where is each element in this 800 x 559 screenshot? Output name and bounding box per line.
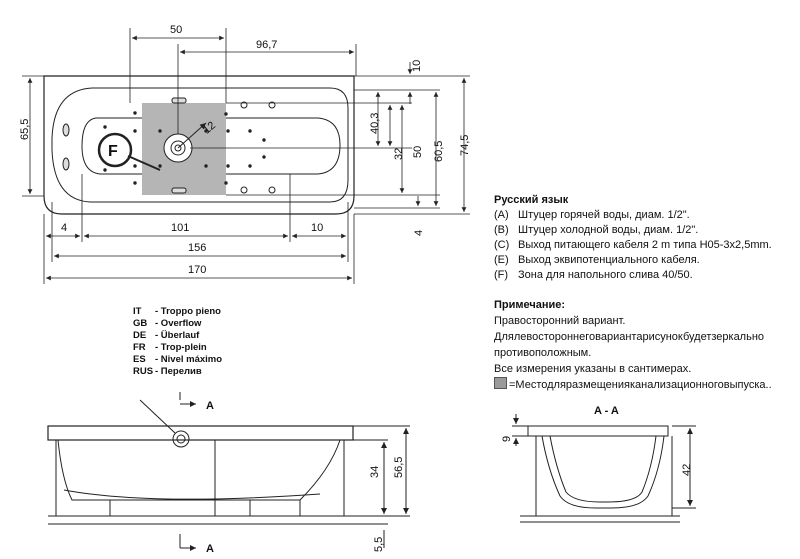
section-title: A - A xyxy=(594,405,619,417)
dim-bottom-156: 156 xyxy=(188,242,206,254)
legend-heading: Русский язык xyxy=(494,194,569,206)
dim-right-74-5: 74,5 xyxy=(459,135,471,156)
note: Примечание: Правосторонний вариант. Дляле… xyxy=(494,297,772,393)
legend: Русский язык (A) Штуцер горячей воды, диа… xyxy=(494,193,772,283)
legend-item-key: (E) xyxy=(494,254,509,266)
dim-top-96-7: 96,7 xyxy=(256,39,277,51)
side-view xyxy=(47,392,410,551)
overflow-label: DE - Überlauf xyxy=(133,330,222,342)
note-lines: Правосторонний вариант. Длялевостороннего… xyxy=(494,313,772,377)
overflow-label: IT - Troppo pieno xyxy=(133,306,222,318)
overflow-label-text: - Überlauf xyxy=(155,330,200,341)
note-line: Все измерения указаны в сантимерах. xyxy=(494,363,692,375)
dim-right-40-3: 40,3 xyxy=(369,113,381,134)
overflow-label: FR - Trop-plein xyxy=(133,342,222,354)
overflow-label-text: - Nivel máximo xyxy=(155,354,223,365)
dim-aa-9: 9 xyxy=(501,436,513,442)
legend-item-key: (B) xyxy=(494,224,509,236)
overflow-label-code: RUS xyxy=(133,366,154,377)
zone-f-marker: F xyxy=(97,132,161,171)
overflow-label-code: GB xyxy=(133,318,148,329)
legend-item-text: Выход питающего кабеля 2 m типа H05-3x2,… xyxy=(518,239,772,251)
overflow-label-code: IT xyxy=(133,306,142,317)
zone-f-label: F xyxy=(108,143,118,160)
overflow-label: GB - Overflow xyxy=(133,318,222,330)
dim-right-60-5: 60,5 xyxy=(433,141,445,162)
legend-item: (B) Штуцер холодной воды, диам. 1/2". xyxy=(494,223,772,238)
overflow-label-text: - Overflow xyxy=(155,318,202,329)
overflow-label-code: ES xyxy=(133,354,146,365)
note-line: Правосторонний вариант. xyxy=(494,315,626,327)
dim-right-50: 50 xyxy=(412,146,424,158)
legend-item-key: (F) xyxy=(494,269,509,281)
dim-right-32: 32 xyxy=(393,148,405,160)
dim-side-5-5: 5,5 xyxy=(373,537,385,552)
legend-item-text: Штуцер горячей воды, диам. 1/2". xyxy=(518,209,690,221)
overflow-label-code: DE xyxy=(133,330,147,341)
overflow-label: RUS- Перелив xyxy=(133,366,222,378)
legend-item: (A) Штуцер горячей воды, диам. 1/2". xyxy=(494,208,772,223)
section-marker-top: A xyxy=(206,400,214,412)
legend-item-text: Выход эквипотенциального кабеля. xyxy=(518,254,700,266)
legend-items: (A) Штуцер горячей воды, диам. 1/2". (B) Шт… xyxy=(494,208,772,283)
jet-dots xyxy=(103,101,276,194)
note-line: Длялевостороннеговариантарисунокбудетзер… xyxy=(494,331,765,343)
note-line: противоположным. xyxy=(494,347,592,359)
legend-item-key: (C) xyxy=(494,239,510,251)
legend-item-text: Штуцер холодной воды, диам. 1/2". xyxy=(518,224,699,236)
dim-side-56-5: 56,5 xyxy=(393,457,405,478)
dim-left-65-5: 65,5 xyxy=(19,119,31,140)
note-heading: Примечание: xyxy=(494,299,566,311)
note-swatch-text: =Местодляразмещенияканализационноговыпус… xyxy=(509,379,772,391)
dim-top-50: 50 xyxy=(170,24,182,36)
legend-item-text: Зона для напольного слива 40/50. xyxy=(518,269,693,281)
dim-bottom-10: 10 xyxy=(311,222,323,234)
overflow-label-text: - Trop-plein xyxy=(155,342,207,353)
overflow-label: ES - Nivel máximo xyxy=(133,354,222,366)
legend-item: (F) Зона для напольного слива 40/50. xyxy=(494,268,772,283)
overflow-label-text: - Перелив xyxy=(155,366,202,377)
legend-item: (C) Выход питающего кабеля 2 m типа H05-3… xyxy=(494,238,772,253)
legend-item: (E) Выход эквипотенциального кабеля. xyxy=(494,253,772,268)
dim-bottom-101: 101 xyxy=(171,222,189,234)
note-swatch-row: =Местодляразмещенияканализационноговыпус… xyxy=(494,377,772,393)
dim-bottom-170: 170 xyxy=(188,264,206,276)
dim-bottom-4: 4 xyxy=(61,222,67,234)
plan-dimension-lines xyxy=(22,28,470,284)
dim-aa-42: 42 xyxy=(681,464,693,476)
dim-side-34: 34 xyxy=(369,466,381,478)
dim-right-4: 4 xyxy=(413,230,425,236)
dim-right-10: 10 xyxy=(411,60,423,72)
overflow-label-code: FR xyxy=(133,342,146,353)
drain-zone-swatch xyxy=(494,377,507,389)
legend-item-key: (A) xyxy=(494,209,509,221)
overflow-label-text: - Troppo pieno xyxy=(155,306,221,317)
section-marker-bottom: A xyxy=(206,543,214,555)
section-a-a xyxy=(512,414,696,523)
plan-view xyxy=(43,75,355,215)
